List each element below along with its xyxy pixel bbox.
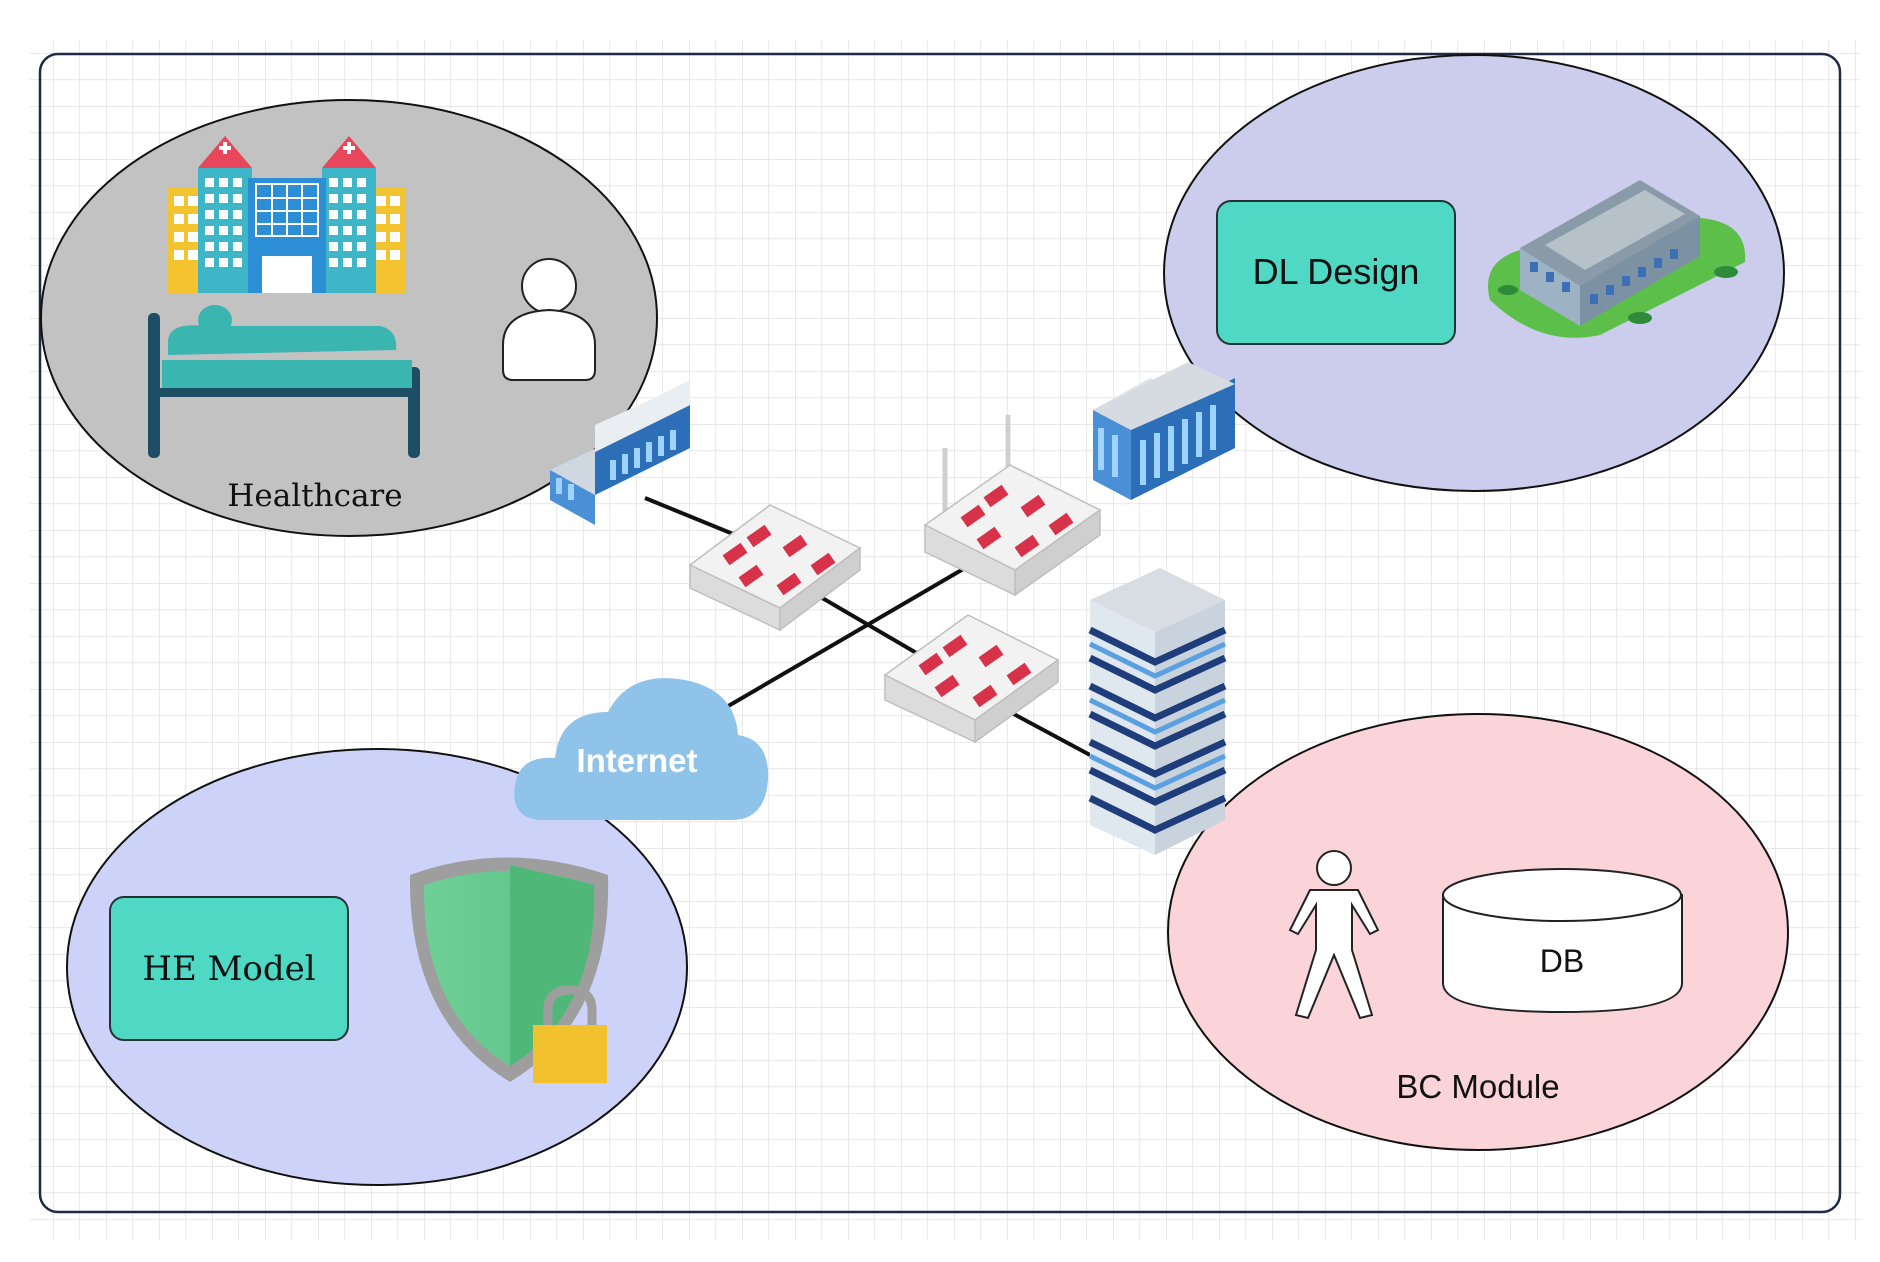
office-building-icon [550,380,690,525]
database-icon [1442,868,1683,1014]
person-icon [1288,850,1380,1020]
firewall-icon [883,614,1060,744]
link-firewall-skyscraper [1009,710,1091,757]
skyscraper-icon [1088,568,1227,855]
db-label: DB [1540,943,1584,979]
dl-design-box [1216,200,1456,345]
office-building-icon [1093,362,1235,500]
firewall-icon [688,504,862,632]
dl-zone [1163,54,1785,492]
cloud-icon [514,678,769,821]
healthcare-label: Healthcare [227,478,402,514]
hospital-icon [168,136,406,293]
internet-label: Internet [576,742,697,779]
user-icon [502,258,596,381]
campus-building-icon [1488,180,1746,338]
bc-module-label: BC Module [1396,1068,1559,1105]
he-model-box [109,896,349,1041]
shield-lock-icon [409,857,609,1083]
dl-design-label: DL Design [1253,251,1420,292]
he-model-label: HE Model [142,949,315,989]
wifi-firewall-icon [923,415,1102,597]
patient-bed-icon [148,305,420,458]
diagram-frame [38,52,1842,1214]
link-internet-wififirewall [716,566,967,714]
he-zone [66,748,688,1186]
